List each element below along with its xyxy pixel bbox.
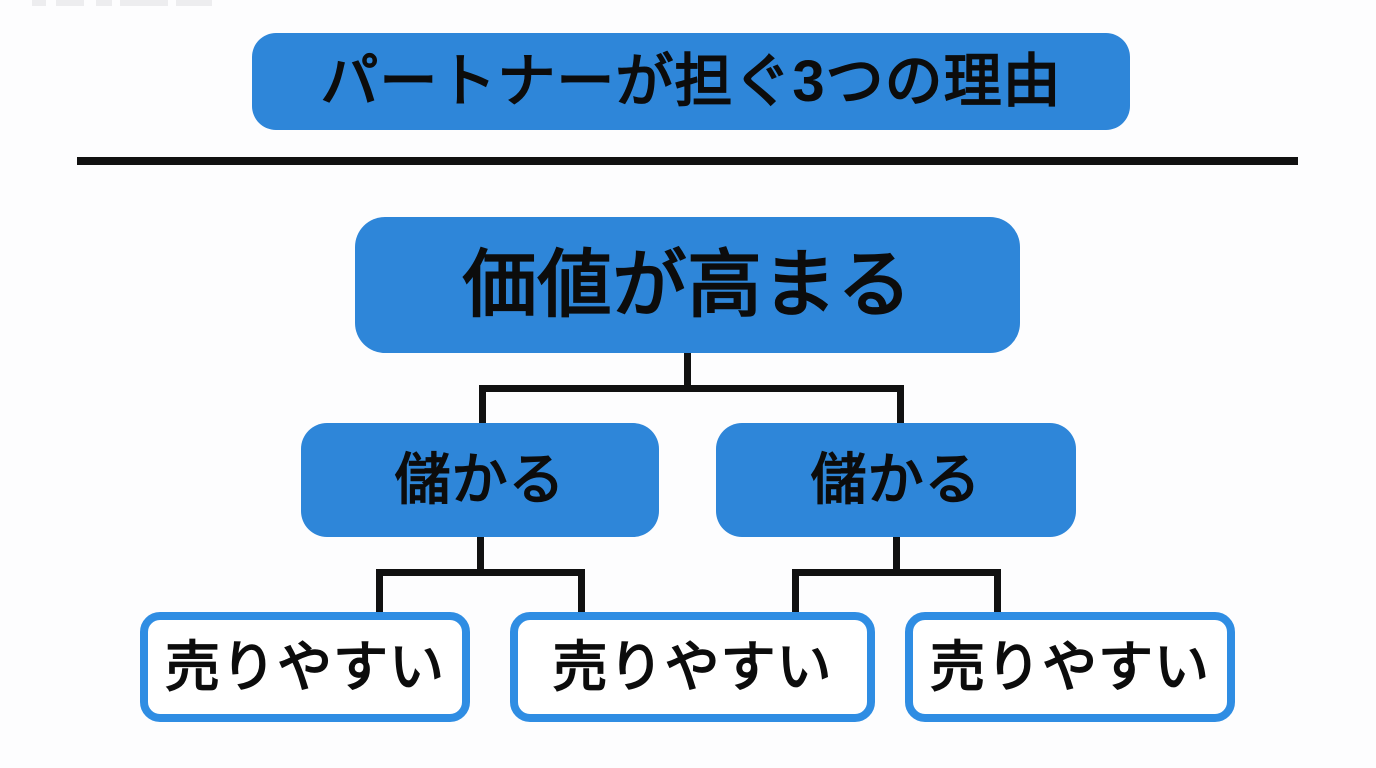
connector-root-crossbar bbox=[479, 385, 904, 392]
diagram-title-banner: パートナーが担ぐ3つの理由 bbox=[252, 33, 1130, 130]
diagram-title-text: パートナーが担ぐ3つの理由 bbox=[320, 48, 1062, 114]
node-middle-left: 儲かる bbox=[301, 423, 659, 537]
top-edge-artifact bbox=[176, 0, 212, 6]
node-leaf-3: 売りやすい bbox=[905, 612, 1235, 722]
connector-mid-left-drop-right bbox=[578, 569, 585, 614]
connector-root-drop-right bbox=[897, 385, 904, 425]
node-leaf-1-label: 売りやすい bbox=[164, 635, 445, 698]
connector-root-drop-left bbox=[479, 385, 486, 425]
title-divider-line bbox=[77, 157, 1298, 165]
top-edge-artifact bbox=[56, 0, 84, 6]
node-root: 価値が高まる bbox=[355, 217, 1020, 353]
node-middle-right-label: 儲かる bbox=[810, 448, 982, 511]
connector-mid-right-drop-left bbox=[792, 569, 799, 614]
connector-mid-right-crossbar bbox=[792, 569, 1001, 576]
node-leaf-1: 売りやすい bbox=[140, 612, 470, 722]
connector-mid-left-drop-left bbox=[376, 569, 383, 614]
node-leaf-2: 売りやすい bbox=[510, 612, 875, 722]
node-leaf-2-label: 売りやすい bbox=[552, 635, 833, 698]
node-middle-right: 儲かる bbox=[716, 423, 1076, 537]
top-edge-artifact bbox=[32, 0, 46, 6]
connector-mid-left-stem bbox=[477, 537, 484, 573]
connector-mid-right-drop-right bbox=[994, 569, 1001, 614]
top-edge-artifact bbox=[120, 0, 168, 6]
node-root-label: 価値が高まる bbox=[462, 243, 913, 326]
top-edge-artifact bbox=[96, 0, 112, 6]
node-leaf-3-label: 売りやすい bbox=[929, 635, 1210, 698]
connector-root-stem bbox=[684, 353, 691, 389]
connector-mid-left-crossbar bbox=[376, 569, 585, 576]
node-middle-left-label: 儲かる bbox=[394, 448, 566, 511]
connector-mid-right-stem bbox=[893, 537, 900, 573]
